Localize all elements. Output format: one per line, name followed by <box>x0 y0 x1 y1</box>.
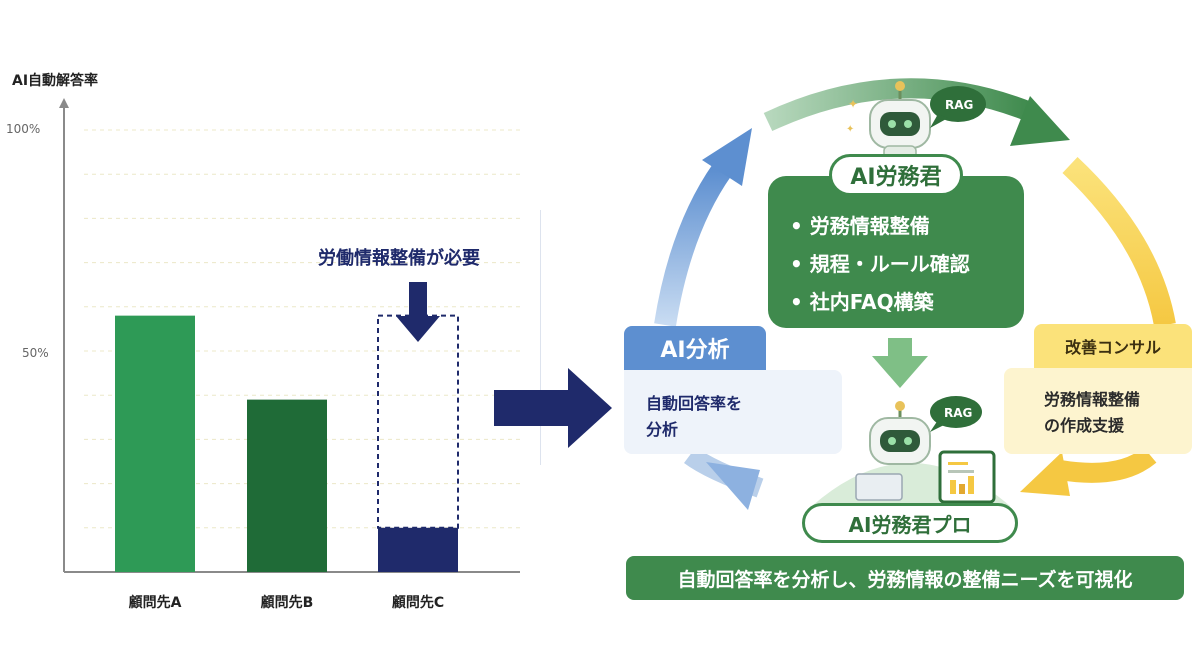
center-item-1: • 労務情報整備 <box>790 214 930 238</box>
rag-badge-icon: RAG <box>930 86 986 128</box>
analysis-card-body <box>624 370 842 454</box>
transition-arrow-icon <box>494 368 612 448</box>
bar-顧問先A <box>115 315 195 572</box>
bar-chart <box>59 98 520 573</box>
svg-text:✦: ✦ <box>846 124 854 135</box>
svg-text:✦: ✦ <box>848 97 858 111</box>
consult-card-title: 改善コンサル <box>1034 324 1192 368</box>
y-tick-label-100: 100% <box>6 122 41 136</box>
analysis-line-1: 自動回答率を <box>646 394 743 413</box>
top-arrowhead-icon <box>1010 96 1070 146</box>
bar-顧問先C <box>378 527 458 572</box>
blue-lower-arrowhead-icon <box>706 462 760 510</box>
annotation-text: 労働情報整備が必要 <box>318 248 480 269</box>
svg-text:RAG: RAG <box>945 98 973 112</box>
analysis-line-2: 分析 <box>646 420 679 439</box>
y-tick-label-50: 50% <box>22 346 49 360</box>
left-arc <box>654 163 732 327</box>
summary-banner: 自動回答率を分析し、労務情報の整備ニーズを可視化 <box>626 556 1184 600</box>
center-item-3: • 社内FAQ構築 <box>790 290 934 314</box>
bar-顧問先B <box>247 399 327 572</box>
y-axis-arrowhead-icon <box>59 98 69 108</box>
consult-card-body <box>1004 368 1192 454</box>
divider <box>540 210 541 465</box>
svg-text:RAG: RAG <box>944 406 972 420</box>
robot-pro-icon <box>855 401 996 504</box>
center-feature-box <box>768 176 1024 328</box>
y-axis-title: AI自動解答率 <box>12 73 99 89</box>
x-tick-label-b: 顧問先B <box>260 595 314 611</box>
center-item-2: • 規程・ルール確認 <box>790 252 970 276</box>
center-title: AI労務君 <box>829 154 963 196</box>
consult-line-1: 労務情報整備 <box>1044 390 1141 409</box>
annotation-down-arrow-icon <box>396 282 440 342</box>
right-arc <box>1062 156 1176 328</box>
x-tick-label-c: 顧問先C <box>391 595 445 611</box>
pro-title: AI労務君プロ <box>802 503 1018 543</box>
analysis-card-title: AI分析 <box>624 326 766 370</box>
down-arrow-icon <box>872 338 928 388</box>
consult-line-2: の作成支援 <box>1044 416 1125 435</box>
right-lower-arc <box>1058 447 1157 483</box>
x-tick-label-a: 顧問先A <box>128 595 182 611</box>
blue-arrowhead-icon <box>702 128 752 186</box>
rag-badge-pro-icon: RAG <box>930 396 982 432</box>
yellow-arrowhead-icon <box>1020 452 1070 496</box>
